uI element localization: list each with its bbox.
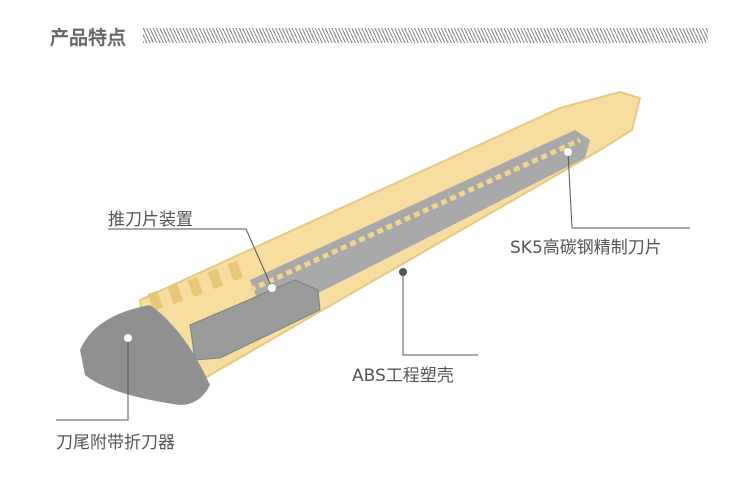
callout-label-tail: 刀尾附带折刀器 — [56, 433, 175, 453]
callout-dot-slider — [268, 284, 276, 292]
blade-teeth — [248, 137, 582, 293]
blade — [250, 130, 590, 320]
callout-dot-tail — [124, 334, 132, 342]
grip-slots — [147, 260, 244, 312]
callout-label-body: ABS工程塑壳 — [352, 366, 454, 386]
callout-label-blade: SK5高碳钢精制刀片 — [510, 238, 662, 258]
tail-cap — [80, 305, 210, 405]
title-hatch-divider — [143, 28, 708, 43]
callout-dot-body — [399, 268, 407, 276]
callout-line-slider — [108, 228, 273, 289]
callout-line-tail — [56, 338, 129, 421]
callout-line-body — [402, 272, 478, 356]
callout-label-slider: 推刀片装置 — [108, 210, 193, 230]
callout-dot-blade — [564, 148, 572, 156]
callout-line-blade — [567, 151, 690, 229]
section-title: 产品特点 — [50, 27, 127, 49]
